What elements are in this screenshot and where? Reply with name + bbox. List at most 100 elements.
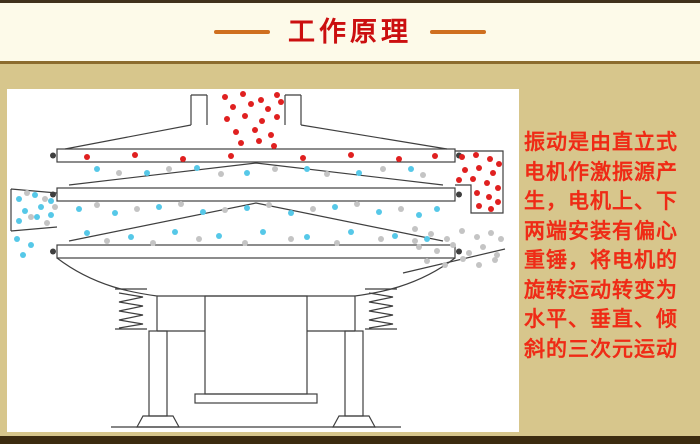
particle-red — [224, 116, 230, 122]
clamp-ring-2 — [56, 187, 456, 202]
particle-red — [488, 206, 494, 212]
particle-cyan — [32, 192, 38, 198]
particle-gray — [196, 236, 202, 242]
particle-red — [348, 152, 354, 158]
motor-flange — [194, 393, 318, 404]
particle-cyan — [304, 166, 310, 172]
particle-red — [496, 161, 502, 167]
particle-gray — [442, 262, 448, 268]
particle-gray — [178, 201, 184, 207]
particle-cyan — [416, 212, 422, 218]
particle-cyan — [16, 196, 22, 202]
particle-red — [462, 167, 468, 173]
particle-cyan — [288, 210, 294, 216]
machine-drawing — [10, 91, 506, 428]
particle-red — [230, 104, 236, 110]
particle-red — [228, 153, 234, 159]
particle-gray — [52, 204, 58, 210]
particle-gray — [378, 236, 384, 242]
particle-gray — [28, 214, 34, 220]
title-dash-left-icon — [214, 30, 270, 34]
base-bell — [56, 257, 456, 331]
particle-red — [259, 118, 265, 124]
particle-gray — [460, 256, 466, 262]
clamp-ring-1 — [56, 148, 456, 163]
particle-red — [484, 180, 490, 186]
particle-gray — [150, 240, 156, 246]
particle-red — [476, 165, 482, 171]
ring-bolt — [456, 248, 462, 255]
particle-cyan — [20, 252, 26, 258]
particle-cyan — [48, 198, 54, 204]
particle-cyan — [48, 212, 54, 218]
particle-gray — [354, 201, 360, 207]
particle-gray — [474, 234, 480, 240]
particle-red — [180, 156, 186, 162]
particle-gray — [488, 230, 494, 236]
particle-red — [274, 92, 280, 98]
particle-gray — [44, 220, 50, 226]
particle-gray — [420, 172, 426, 178]
particle-red — [256, 138, 262, 144]
particle-gray — [450, 242, 456, 248]
particle-gray — [412, 226, 418, 232]
sieve-cone-1 — [68, 162, 444, 186]
bottom-border-bar — [0, 436, 700, 444]
particle-gray — [266, 202, 272, 208]
particle-cyan — [434, 206, 440, 212]
particle-red — [248, 101, 254, 107]
top-lid — [64, 124, 448, 150]
particle-cyan — [194, 165, 200, 171]
particle-red — [268, 132, 274, 138]
particle-dots-layer — [14, 91, 504, 268]
particle-gray — [24, 190, 30, 196]
particle-gray — [459, 228, 465, 234]
particle-gray — [218, 171, 224, 177]
foot-left — [135, 415, 181, 428]
particle-cyan — [408, 166, 414, 172]
particle-red — [84, 154, 90, 160]
particle-gray — [242, 240, 248, 246]
particle-cyan — [356, 170, 362, 176]
particle-gray — [492, 257, 498, 263]
particle-cyan — [376, 209, 382, 215]
particle-red — [470, 176, 476, 182]
particle-red — [265, 106, 271, 112]
particle-red — [242, 113, 248, 119]
ring-bolt — [50, 152, 56, 159]
particle-gray — [416, 244, 422, 250]
particle-cyan — [84, 230, 90, 236]
particle-gray — [428, 231, 434, 237]
particle-gray — [412, 238, 418, 244]
motor-housing — [204, 295, 308, 395]
particle-red — [474, 190, 480, 196]
page-title: 工作原理 — [288, 16, 412, 47]
particle-red — [473, 152, 479, 158]
particle-red — [240, 91, 246, 97]
particle-gray — [334, 240, 340, 246]
particle-gray — [480, 244, 486, 250]
diagram-panel — [7, 89, 519, 432]
particle-gray — [116, 170, 122, 176]
particle-cyan — [144, 170, 150, 176]
particle-gray — [380, 166, 386, 172]
particle-red — [238, 140, 244, 146]
particle-gray — [42, 196, 48, 202]
particle-red — [396, 156, 402, 162]
particle-cyan — [244, 205, 250, 211]
particle-cyan — [112, 210, 118, 216]
particle-gray — [498, 236, 504, 242]
particle-gray — [288, 236, 294, 242]
particle-red — [495, 185, 501, 191]
leg-right — [344, 330, 364, 417]
particle-cyan — [424, 236, 430, 242]
description-text: 振动是由直立式 电机作激振源产 生，电机上、下 两端安装有偏心 重锤，将电机的 … — [524, 131, 678, 361]
particle-red — [487, 156, 493, 162]
particle-gray — [424, 258, 430, 264]
particle-gray — [398, 206, 404, 212]
particle-gray — [444, 236, 450, 242]
particle-red — [300, 155, 306, 161]
particle-cyan — [348, 229, 354, 235]
leg-left — [148, 330, 168, 417]
particle-cyan — [34, 214, 40, 220]
